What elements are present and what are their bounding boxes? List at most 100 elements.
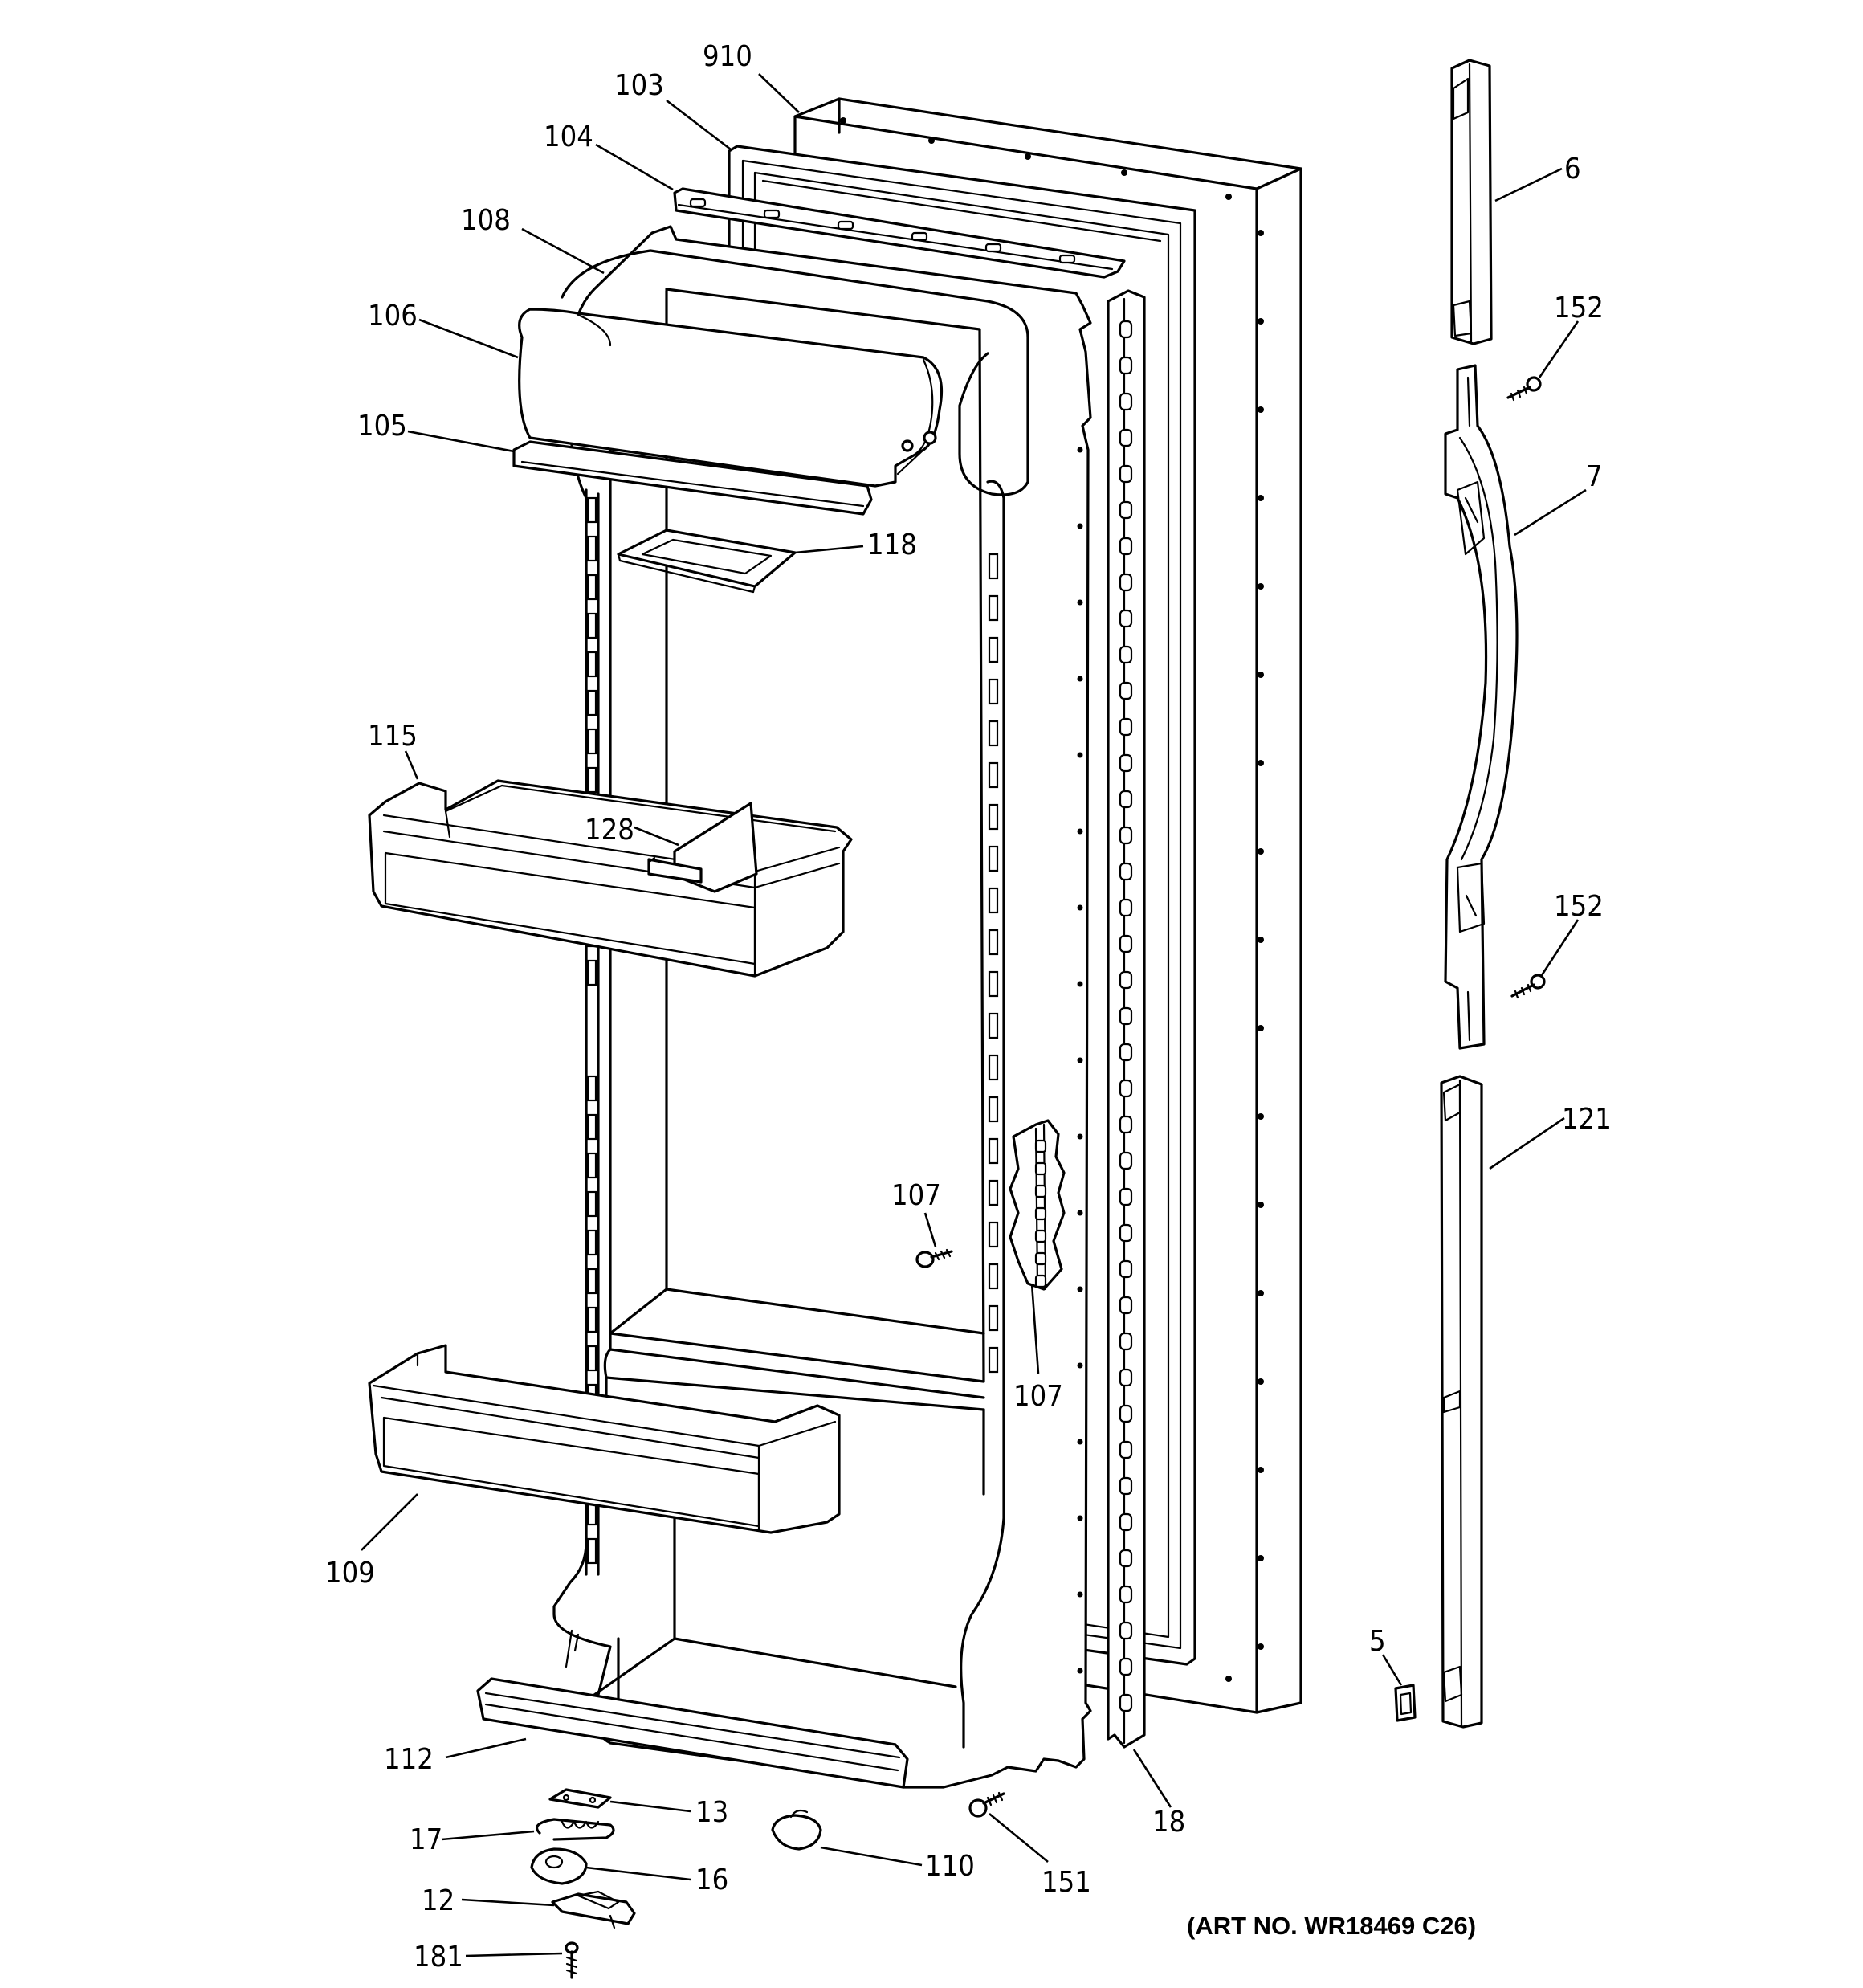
panel-screw-dot [1258,1290,1264,1296]
channel-hole [1034,1206,1047,1221]
panel-screw-dot [1258,1467,1264,1473]
callout-110: 110 [925,1850,975,1883]
callout-104: 104 [544,120,593,153]
lock-strip-hole [1119,1585,1133,1604]
strip-hole [837,220,854,231]
callout-16: 16 [695,1863,728,1896]
liner-screw-dot [1077,1057,1083,1063]
callout-105: 105 [357,410,407,443]
callout-121: 121 [1562,1103,1612,1136]
liner-shelf-slot [586,1075,597,1102]
liner-shelf-slot [988,929,999,956]
panel-screw-dot [1258,672,1264,678]
callout-18: 18 [1152,1806,1185,1839]
panel-screw-dot [1025,153,1031,160]
liner-shelf-slot [586,1229,597,1256]
art-number: (ART NO. WR18469 C26) [1187,1912,1476,1940]
liner-shelf-slot [988,803,999,831]
liner-screw-dot [1077,599,1083,606]
lock-strip-hole [1119,970,1133,990]
liner-shelf-slot [988,845,999,872]
liner-shelf-slot [988,1304,999,1332]
liner-screw-dot [1077,752,1083,758]
lock-strip-hole [1119,1115,1133,1134]
liner-shelf-slot [586,1537,597,1565]
callout-128: 128 [585,814,634,847]
handle-top-cap-6 [1450,59,1493,345]
panel-screw-dot [1258,406,1264,413]
callout-6: 6 [1564,153,1581,186]
liner-screw-dot [1077,1362,1083,1369]
callout-13: 13 [695,1796,728,1829]
lock-strip-hole [1119,1621,1133,1640]
lock-strip-hole [1119,1296,1133,1315]
liner-shelf-slot [586,1152,597,1179]
liner-shelf-slot [586,1113,597,1141]
callout-118: 118 [867,529,917,561]
callout-7: 7 [1586,460,1603,493]
liner-shelf-slot [988,553,999,580]
liner-screw-dot [1077,1668,1083,1674]
channel-hole [1034,1184,1047,1198]
liner-shelf-slot [988,720,999,747]
lock-strip-hole [1119,428,1133,447]
panel-screw-dot [1225,194,1232,200]
door-liner [552,225,1092,1789]
liner-shelf-slot [586,574,597,601]
liner-shelf-slot [988,1012,999,1039]
callout-103: 103 [614,69,664,102]
panel-screw-dot [1258,230,1264,236]
panel-screw-dot [1258,1643,1264,1650]
lock-strip-hole [1119,1476,1133,1496]
panel-screw-dot [1258,1378,1264,1385]
liner-shelf-slot [988,1179,999,1206]
callout-152-top: 152 [1554,292,1604,325]
lock-strip-hole [1119,862,1133,881]
liner-shelf-slot [586,689,597,716]
lock-strip-hole [1119,537,1133,556]
lock-strip-hole [1119,826,1133,845]
liner-screw-dot [1077,1210,1083,1216]
lock-strip-hole [1119,392,1133,411]
panel-screw-dot [1258,583,1264,590]
lock-strip-hole [1119,609,1133,628]
handle-7 [1444,364,1519,1050]
handle-screw-152-bottom [1510,974,1546,999]
lock-strip-hole [1119,320,1133,339]
lock-strip-hole [1119,1440,1133,1459]
lock-strip-hole [1119,1223,1133,1243]
panel-screw-dot [1121,169,1127,176]
lock-strip-hole [1119,1549,1133,1568]
door-shelf-bin [368,779,853,978]
liner-screw-dot [1077,904,1083,911]
strip-hole [1058,254,1076,264]
liner-screw-dot [1077,1286,1083,1292]
callout-152-bottom: 152 [1554,890,1604,923]
callout-115: 115 [368,720,418,753]
panel-screw-dot [1258,937,1264,943]
callout-112: 112 [384,1743,434,1776]
screw-107 [915,1248,953,1268]
liner-shelf-slot [988,1221,999,1248]
liner-shelf-slot [988,1346,999,1374]
liner-shelf-slot [586,1345,597,1372]
lock-strip-hole [1119,645,1133,664]
screw-151 [968,1791,1005,1818]
lock-strip-hole [1119,681,1133,700]
panel-screw-dot [1258,1113,1264,1120]
door-stop-110 [771,1809,822,1851]
liner-shelf-slot [586,959,597,986]
lock-strip-hole [1119,717,1133,737]
lower-door-bin [368,1344,841,1534]
liner-shelf-slot [586,1190,597,1218]
channel-hole [1034,1251,1047,1266]
lock-strip-hole [1119,1006,1133,1026]
hinge-clip-17 [536,1818,615,1841]
dairy-door-hinge-strip [512,440,873,516]
liner-screw-dot [1077,1439,1083,1445]
callout-107-screw: 107 [891,1179,941,1212]
lock-strip-hole [1119,573,1133,592]
strip-hole [763,209,781,219]
hinge-bushing-16 [530,1847,588,1885]
